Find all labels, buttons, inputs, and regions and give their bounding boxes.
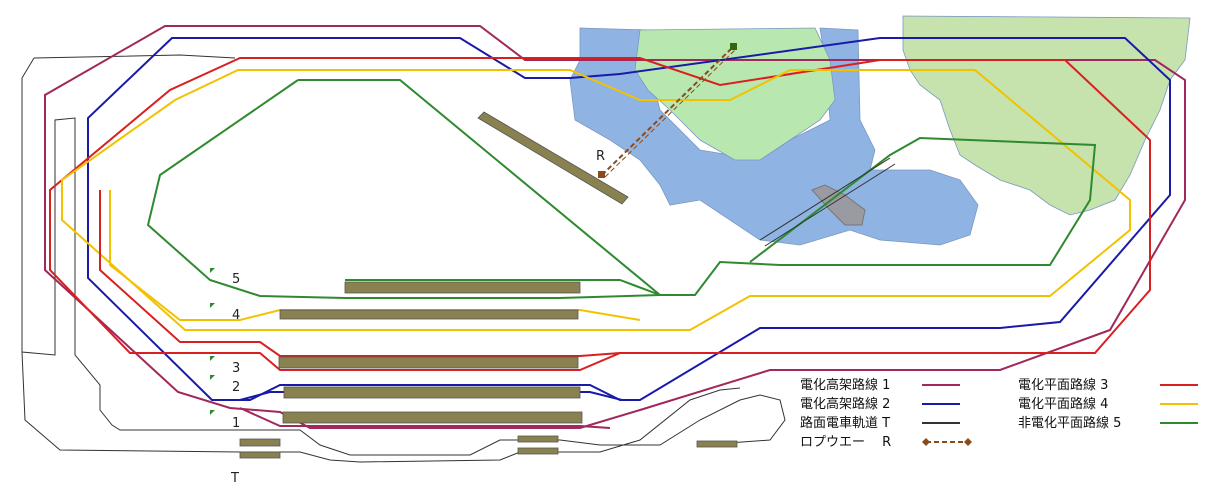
- platform-tram-1: [239, 438, 281, 447]
- signal-5: [210, 268, 215, 273]
- tram-track-T-loop: [21, 351, 741, 463]
- legend-label: 電化高架路線 1: [800, 377, 890, 393]
- legend-entry: ロプウエー R: [800, 435, 972, 450]
- track-number-2: 2: [232, 380, 240, 395]
- legend-label: 電化平面路線 3: [1018, 377, 1108, 393]
- track-number-5: 5: [232, 272, 240, 287]
- legend-entry: 電化平面路線 3: [1018, 377, 1198, 393]
- platform-diagonal: [477, 111, 629, 205]
- legend-label: 路面電車軌道 T: [800, 415, 890, 431]
- hill-right: [902, 15, 1191, 216]
- surface-track-4: [61, 69, 1131, 331]
- tram-label: T: [230, 471, 239, 486]
- platform-track-1: [282, 411, 583, 424]
- platform-track-5: [344, 281, 581, 294]
- signal-3: [210, 356, 215, 361]
- hill-island: [811, 184, 866, 226]
- signal-2: [210, 375, 215, 380]
- legend-entry: 電化高架路線 1: [800, 377, 960, 393]
- tram-track-T-branch: [33, 54, 236, 59]
- ropeway-label: R: [596, 149, 605, 164]
- bridge: [759, 157, 896, 247]
- legend-label: 電化平面路線 4: [1018, 396, 1108, 412]
- legend-label: 電化高架路線 2: [800, 396, 890, 412]
- ropeway-station-top: [730, 43, 737, 50]
- legend-entry: 非電化平面路線 5: [1018, 415, 1198, 431]
- non-electric-track-5-siding: [345, 279, 661, 296]
- tram-track-T: [21, 57, 786, 456]
- track-number-1: 1: [232, 416, 240, 431]
- ropeway-R: R: [596, 43, 737, 178]
- track-number-4: 4: [232, 308, 240, 323]
- inner-track-4: [109, 190, 641, 321]
- inner-track-3: [99, 190, 621, 357]
- ropeway-cable: [601, 46, 734, 176]
- legend-label: ロプウエー R: [800, 435, 891, 450]
- platforms: [239, 111, 738, 459]
- platform-tram-3: [517, 435, 559, 443]
- legend-swatch-marker: [964, 438, 972, 446]
- inner-track-1: [239, 407, 611, 429]
- platform-tram-5: [696, 440, 738, 448]
- legend-entry: 電化高架路線 2: [800, 396, 960, 412]
- platform-tram-2: [239, 451, 281, 459]
- legend: 電化高架路線 1 電化高架路線 2 路面電車軌道 T ロプウエー R 電化平面路線 3 電…: [800, 377, 1198, 450]
- track-number-labels: 5 4 3 2 1 T: [210, 268, 240, 486]
- platform-track-4: [279, 309, 579, 320]
- platform-tram-4: [517, 447, 559, 455]
- signal-4: [210, 303, 215, 308]
- legend-entry: 電化平面路線 4: [1018, 396, 1198, 412]
- platform-track-2: [283, 386, 581, 399]
- track-number-3: 3: [232, 361, 240, 376]
- legend-entry: 路面電車軌道 T: [800, 415, 960, 431]
- signal-1: [210, 410, 215, 415]
- non-electric-track-5: [298, 79, 1097, 296]
- ropeway-station-bottom: [598, 171, 605, 178]
- legend-label: 非電化平面路線 5: [1018, 415, 1121, 431]
- legend-swatch-marker: [922, 438, 930, 446]
- ropeway-cable-2: [604, 48, 737, 178]
- platform-track-3: [278, 356, 579, 369]
- non-electric-track-5-main: [146, 79, 661, 299]
